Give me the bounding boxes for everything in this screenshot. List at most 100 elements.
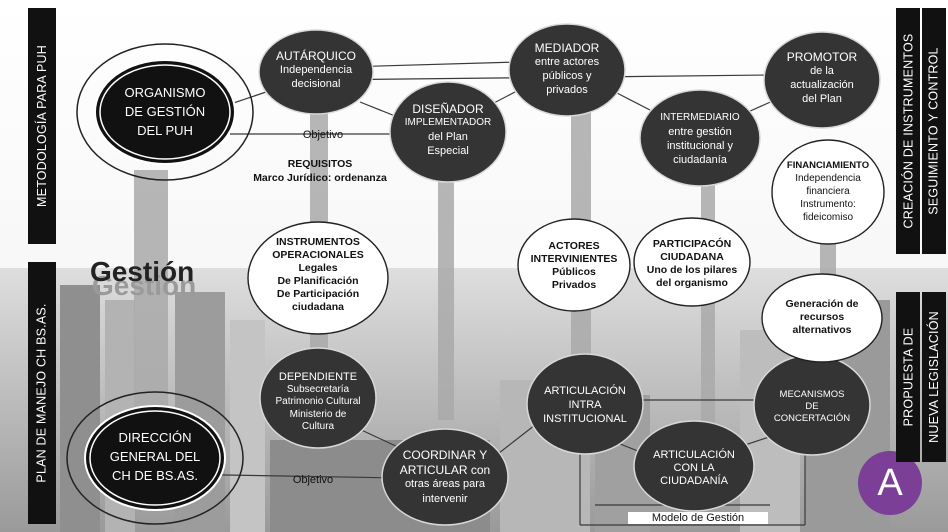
sidebar-plan-manejo-label: PLAN DE MANEJO CH BS.AS. — [35, 303, 49, 483]
actores-title: ACTORES — [548, 240, 600, 252]
autarquico-label: AUTÁRQUICO Independencia decisional — [266, 49, 366, 91]
organismo-line: DEL PUH — [137, 123, 193, 138]
sidebar-nueva-legislacion-label: NUEVA LEGISLACIÓN — [927, 311, 941, 443]
financiamiento-line: fideicomiso — [802, 212, 854, 223]
direccion-line: GENERAL DEL — [109, 449, 201, 464]
intermediario-title: INTERMEDIARIO — [660, 112, 740, 123]
disenador-line: del Plan — [428, 131, 468, 143]
promotor-title: PROMOTOR — [786, 50, 858, 64]
node-dependiente — [259, 347, 377, 449]
sidebar-creacion: CREACIÓN DE INSTRUMENTOS — [896, 8, 920, 254]
mecanismos-label: MECANISMOS DE CONCERTACIÓN — [762, 389, 862, 425]
sidebar-creacion-label: CREACIÓN DE INSTRUMENTOS — [901, 33, 915, 229]
autarquico-line: decisional — [291, 78, 341, 90]
sidebar-metodologia-label: METODOLOGÍA PARA PUH — [35, 45, 50, 207]
articulacion-ciudadania-line: CIUDADANÍA — [660, 475, 728, 487]
actores-title: INTERVINIENTES — [530, 253, 618, 265]
sidebar-metodologia: METODOLOGÍA PARA PUH — [28, 8, 56, 244]
coordinar-label: COORDINAR Y ARTICULAR con otras áreas pa… — [385, 448, 505, 506]
sidebar-seguimiento-label: SEGUIMIENTO Y CONTROL — [927, 47, 941, 215]
financiamiento-line: Instrumento: — [800, 199, 856, 210]
node-recursos — [761, 273, 883, 363]
requisitos-title: REQUISITOS — [287, 158, 353, 170]
financiamiento-label: FINANCIAMIENTO Independencia financiera … — [774, 159, 882, 224]
organismo-line: ORGANISMO — [124, 85, 206, 100]
recursos-line: Generación de — [785, 298, 859, 310]
participacion-label: PARTICIPACÓN CIUDADANA Uno de los pilare… — [636, 238, 748, 290]
autarquico-line: Independencia — [279, 64, 353, 76]
dependiente-line: Cultura — [301, 421, 335, 432]
direccion-label: DIRECCIÓN GENERAL DEL CH DE BS.AS. — [95, 428, 215, 485]
coordinar-line: otras áreas para — [404, 478, 486, 490]
organismo-line: DE GESTIÓN — [124, 104, 206, 119]
articulacion-intra-line: ARTICULACIÓN — [544, 385, 626, 397]
instrumentos-title: INSTRUMENTOS — [276, 236, 360, 248]
participacion-title: PARTICIPACÓN — [652, 238, 732, 250]
organismo-ring — [76, 43, 254, 181]
articulacion-ciudadania-line: CON LA — [673, 462, 715, 474]
articulacion-intra-line: INSTITUCIONAL — [543, 413, 627, 425]
articulacion-intra-label: ARTICULACIÓN INTRA INSTITUCIONAL — [533, 384, 637, 426]
node-coordinar — [381, 428, 509, 526]
node-financiamiento — [771, 139, 885, 245]
instrumentos-line: De Participación — [276, 288, 360, 300]
intermediario-line: ciudadanía — [673, 154, 727, 166]
actores-label: ACTORES INTERVINIENTES Públicos Privados — [522, 240, 626, 292]
autarquico-title: AUTÁRQUICO — [275, 49, 356, 63]
mediador-line: entre actores — [534, 56, 600, 68]
node-articulacion-intra — [526, 353, 644, 455]
disenador-line: IMPLEMENTADOR — [404, 117, 492, 128]
intermediario-line: institucional y — [666, 140, 734, 152]
badge-a-label: A — [877, 462, 903, 504]
mecanismos-line: CONCERTACIÓN — [773, 413, 851, 424]
instrumentos-title: OPERACIONALES — [272, 249, 364, 261]
sidebar-nueva-legislacion: NUEVA LEGISLACIÓN — [922, 292, 946, 462]
organismo-label: ORGANISMO DE GESTIÓN DEL PUH — [105, 83, 225, 140]
coordinar-title: COORDINAR Y — [402, 448, 488, 462]
participacion-line: Uno de los pilares — [646, 264, 738, 276]
coordinar-line: ARTICULAR con — [399, 462, 491, 477]
node-instrumentos — [247, 221, 389, 335]
coordinar-line: intervenir — [422, 492, 468, 505]
mediador-title: MEDIADOR — [534, 41, 600, 55]
dark-nodes — [258, 23, 881, 526]
financiamiento-line: Independencia — [795, 173, 861, 184]
dependiente-line: Ministerio de — [289, 408, 347, 420]
participacion-line: del organismo — [656, 277, 728, 289]
intermediario-line: entre gestión — [668, 126, 732, 138]
instrumentos-label: INSTRUMENTOS OPERACIONALES Legales De Pl… — [254, 236, 382, 314]
node-actores — [517, 218, 631, 312]
mecanismos-line: MECANISMOS — [779, 389, 845, 400]
sidebar-propuesta-label: PROPUESTA DE — [901, 327, 916, 427]
recursos-line: alternativos — [792, 324, 852, 336]
intermediario-label: INTERMEDIARIO entre gestión instituciona… — [645, 111, 755, 167]
recursos-line: recursos — [799, 311, 845, 323]
objetivo-top-label: Objetivo — [302, 129, 344, 141]
participacion-title: CIUDADANA — [660, 251, 724, 263]
mediador-line: públicos y — [542, 70, 592, 82]
requisitos-subtitle: Marco Jurídico: ordenanza — [253, 172, 387, 184]
direccion-line: CH DE BS.AS. — [112, 468, 198, 483]
promotor-line: del Plan — [802, 93, 842, 105]
instrumentos-line: Legales — [298, 262, 338, 274]
objetivo-bottom-label: Objetivo — [292, 474, 334, 486]
badge-a — [858, 451, 922, 515]
actores-line: Privados — [551, 279, 597, 291]
financiamiento-line: financiera — [806, 186, 850, 197]
actores-line: Públicos — [552, 266, 596, 278]
gestion-title: Gestión — [90, 256, 195, 287]
disenador-title: DISEÑADOR — [412, 102, 484, 116]
node-autarquico — [258, 29, 374, 115]
direccion-line: DIRECCIÓN — [118, 430, 192, 445]
promotor-line: actualización — [790, 79, 854, 91]
mecanismos-line: DE — [805, 401, 819, 412]
direccion-ring — [66, 391, 244, 525]
node-promotor — [763, 31, 881, 129]
dependiente-line: Patrimonio Cultural — [275, 396, 361, 407]
modelo-gestion-label: Modelo de Gestión — [628, 512, 768, 524]
node-intermediario — [639, 89, 761, 187]
financiamiento-title: FINANCIAMIENTO — [786, 160, 870, 171]
articulacion-ciudadania-label: ARTICULACIÓN CON LA CIUDADANÍA — [642, 449, 746, 488]
